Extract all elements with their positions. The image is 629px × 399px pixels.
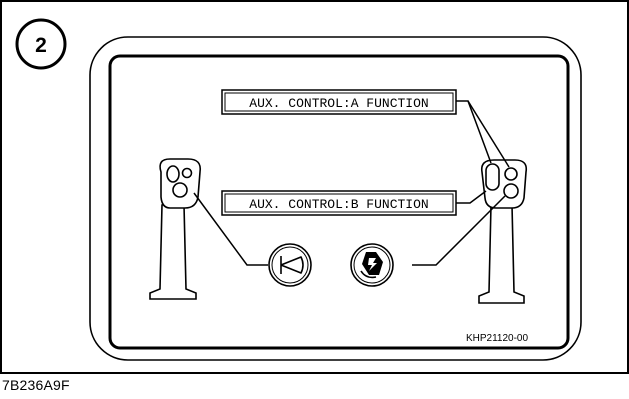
decal-inner-border [108, 54, 570, 350]
part-code: KHP21120-00 [466, 333, 529, 344]
auto-idle-icon [350, 243, 394, 287]
label-aux-control-b: AUX. CONTROL:B FUNCTION [221, 190, 457, 216]
horn-icon [268, 243, 312, 287]
label-aux-control-a: AUX. CONTROL:A FUNCTION [221, 89, 457, 115]
figure-number: 2 [35, 34, 47, 57]
label-aux-control-a-text: AUX. CONTROL:A FUNCTION [249, 96, 428, 111]
label-aux-control-b-text: AUX. CONTROL:B FUNCTION [249, 197, 428, 212]
figure-number-badge: 2 [15, 18, 67, 70]
leader-lines [193, 100, 510, 266]
decal-outer-border [89, 36, 582, 361]
right-joystick-icon [478, 159, 528, 304]
figure-caption: 7B236A9F [2, 377, 70, 393]
left-joystick-icon [149, 158, 202, 300]
figure-frame [0, 0, 629, 374]
